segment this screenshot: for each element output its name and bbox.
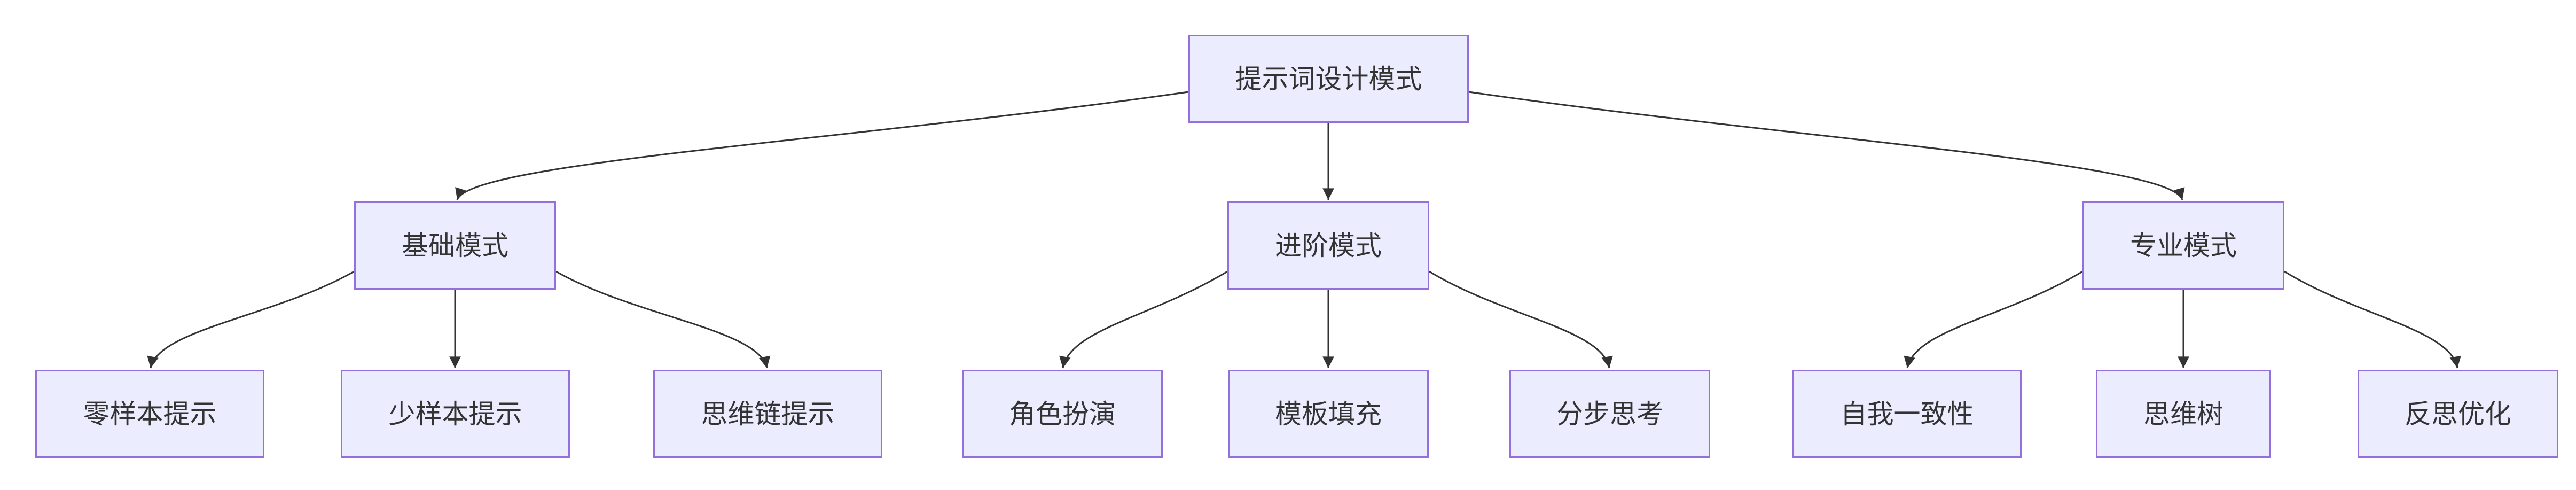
node-few-shot-prompting: 少样本提示 (341, 370, 570, 458)
node-label: 反思优化 (2405, 399, 2511, 429)
edge-basic-to-chain-of-thought (555, 270, 771, 369)
edge-advanced-to-step-by-step (1429, 270, 1613, 369)
edge-advanced-to-role-play (1059, 270, 1228, 369)
node-chain-of-thought-prompting: 思维链提示 (653, 370, 882, 458)
edge-root-to-expert (1468, 91, 2185, 200)
node-label: 角色扮演 (1009, 399, 1116, 429)
node-label: 零样本提示 (83, 399, 217, 429)
node-label: 模板填充 (1275, 399, 1382, 429)
node-tree-of-thought: 思维树 (2096, 370, 2271, 458)
node-expert-patterns: 专业模式 (2082, 201, 2284, 290)
node-label: 基础模式 (402, 230, 508, 261)
node-label: 思维链提示 (701, 399, 835, 429)
edge-expert-to-reflective-optimization (2284, 270, 2461, 369)
node-label: 少样本提示 (388, 399, 522, 429)
node-label: 进阶模式 (1275, 230, 1382, 261)
node-zero-shot-prompting: 零样本提示 (35, 370, 264, 458)
node-label: 分步思考 (1556, 399, 1663, 429)
node-basic-patterns: 基础模式 (354, 201, 556, 290)
node-reflective-optimization: 反思优化 (2358, 370, 2558, 458)
node-label: 自我一致性 (1840, 399, 1974, 429)
node-role-play: 角色扮演 (962, 370, 1163, 458)
edge-basic-to-zero-shot (147, 270, 355, 369)
node-prompt-design-patterns: 提示词设计模式 (1188, 35, 1469, 123)
node-template-filling: 模板填充 (1228, 370, 1429, 458)
node-label: 专业模式 (2130, 230, 2237, 261)
edge-expert-to-self-consistency (1904, 270, 2083, 369)
node-step-by-step-thinking: 分步思考 (1509, 370, 1710, 458)
node-label: 提示词设计模式 (1235, 64, 1422, 94)
node-self-consistency: 自我一致性 (1792, 370, 2022, 458)
node-advanced-patterns: 进阶模式 (1227, 201, 1429, 290)
edge-root-to-basic (455, 91, 1189, 200)
node-label: 思维树 (2143, 399, 2223, 429)
